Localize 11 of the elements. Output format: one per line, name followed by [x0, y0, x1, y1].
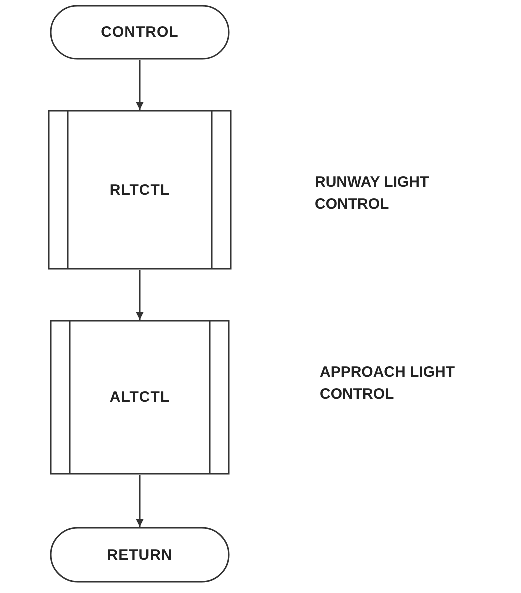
- description-text: RUNWAY LIGHT CONTROL: [315, 173, 430, 215]
- node-label: RETURN: [107, 546, 173, 564]
- node-label: ALTCTL: [110, 389, 170, 406]
- node-label: RLTCTL: [110, 182, 170, 198]
- predefined-process-box: [48, 110, 232, 270]
- predefined-process-box: [50, 320, 230, 475]
- description-text: APPROACH LIGHT CONTROL: [320, 363, 456, 405]
- arrow: [136, 60, 144, 110]
- node-label: CONTROL: [101, 24, 179, 41]
- arrow: [136, 270, 144, 320]
- arrow: [136, 475, 144, 527]
